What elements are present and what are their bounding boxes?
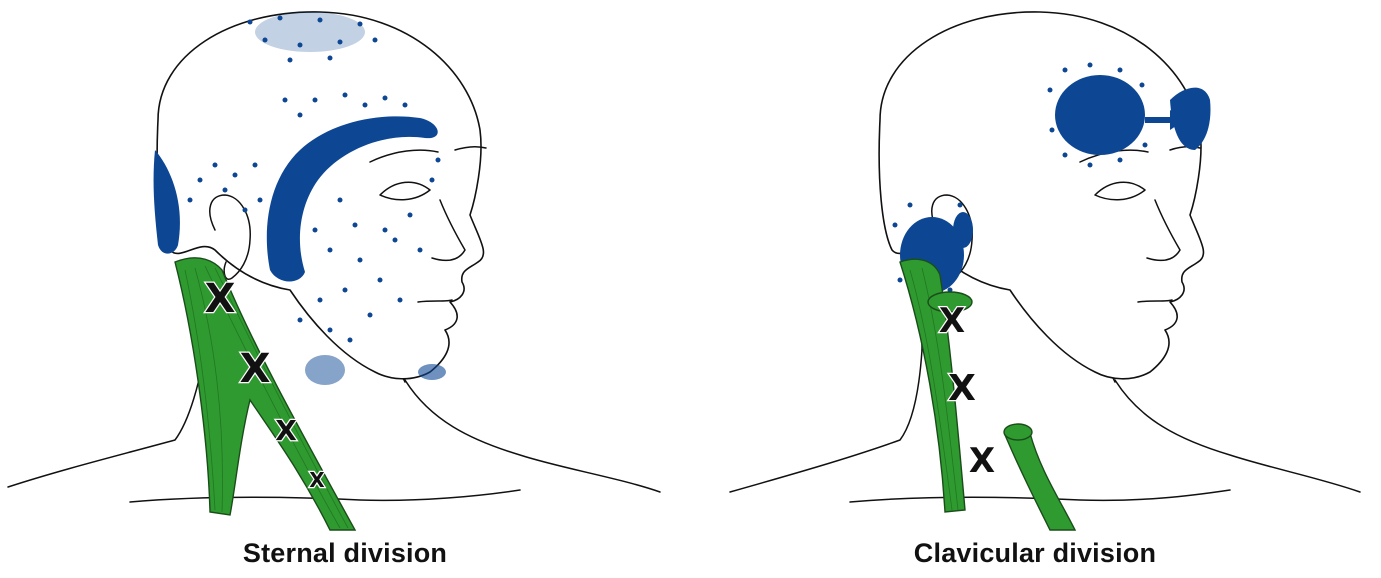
sternal-panel: X X X X Sternal division (0, 0, 690, 578)
trigger-point-mark: X (309, 468, 325, 492)
clavicular-illustration: X X X (690, 0, 1380, 578)
trigger-point-mark: X (205, 276, 236, 322)
shoulder-line (730, 350, 1360, 492)
trigger-point-mark: X (939, 301, 965, 341)
clavicular-caption: Clavicular division (690, 538, 1380, 569)
trigger-point-mark: X (275, 414, 297, 447)
sternal-illustration: X X X X (0, 0, 690, 578)
trigger-point-mark: X (240, 346, 271, 392)
trigger-point-mark: X (969, 441, 995, 481)
clavicular-panel: X X X Clavicular division (690, 0, 1380, 578)
sternal-caption: Sternal division (0, 538, 690, 569)
muscle-cut-end (1004, 424, 1032, 440)
trigger-point-mark: X (948, 368, 976, 409)
